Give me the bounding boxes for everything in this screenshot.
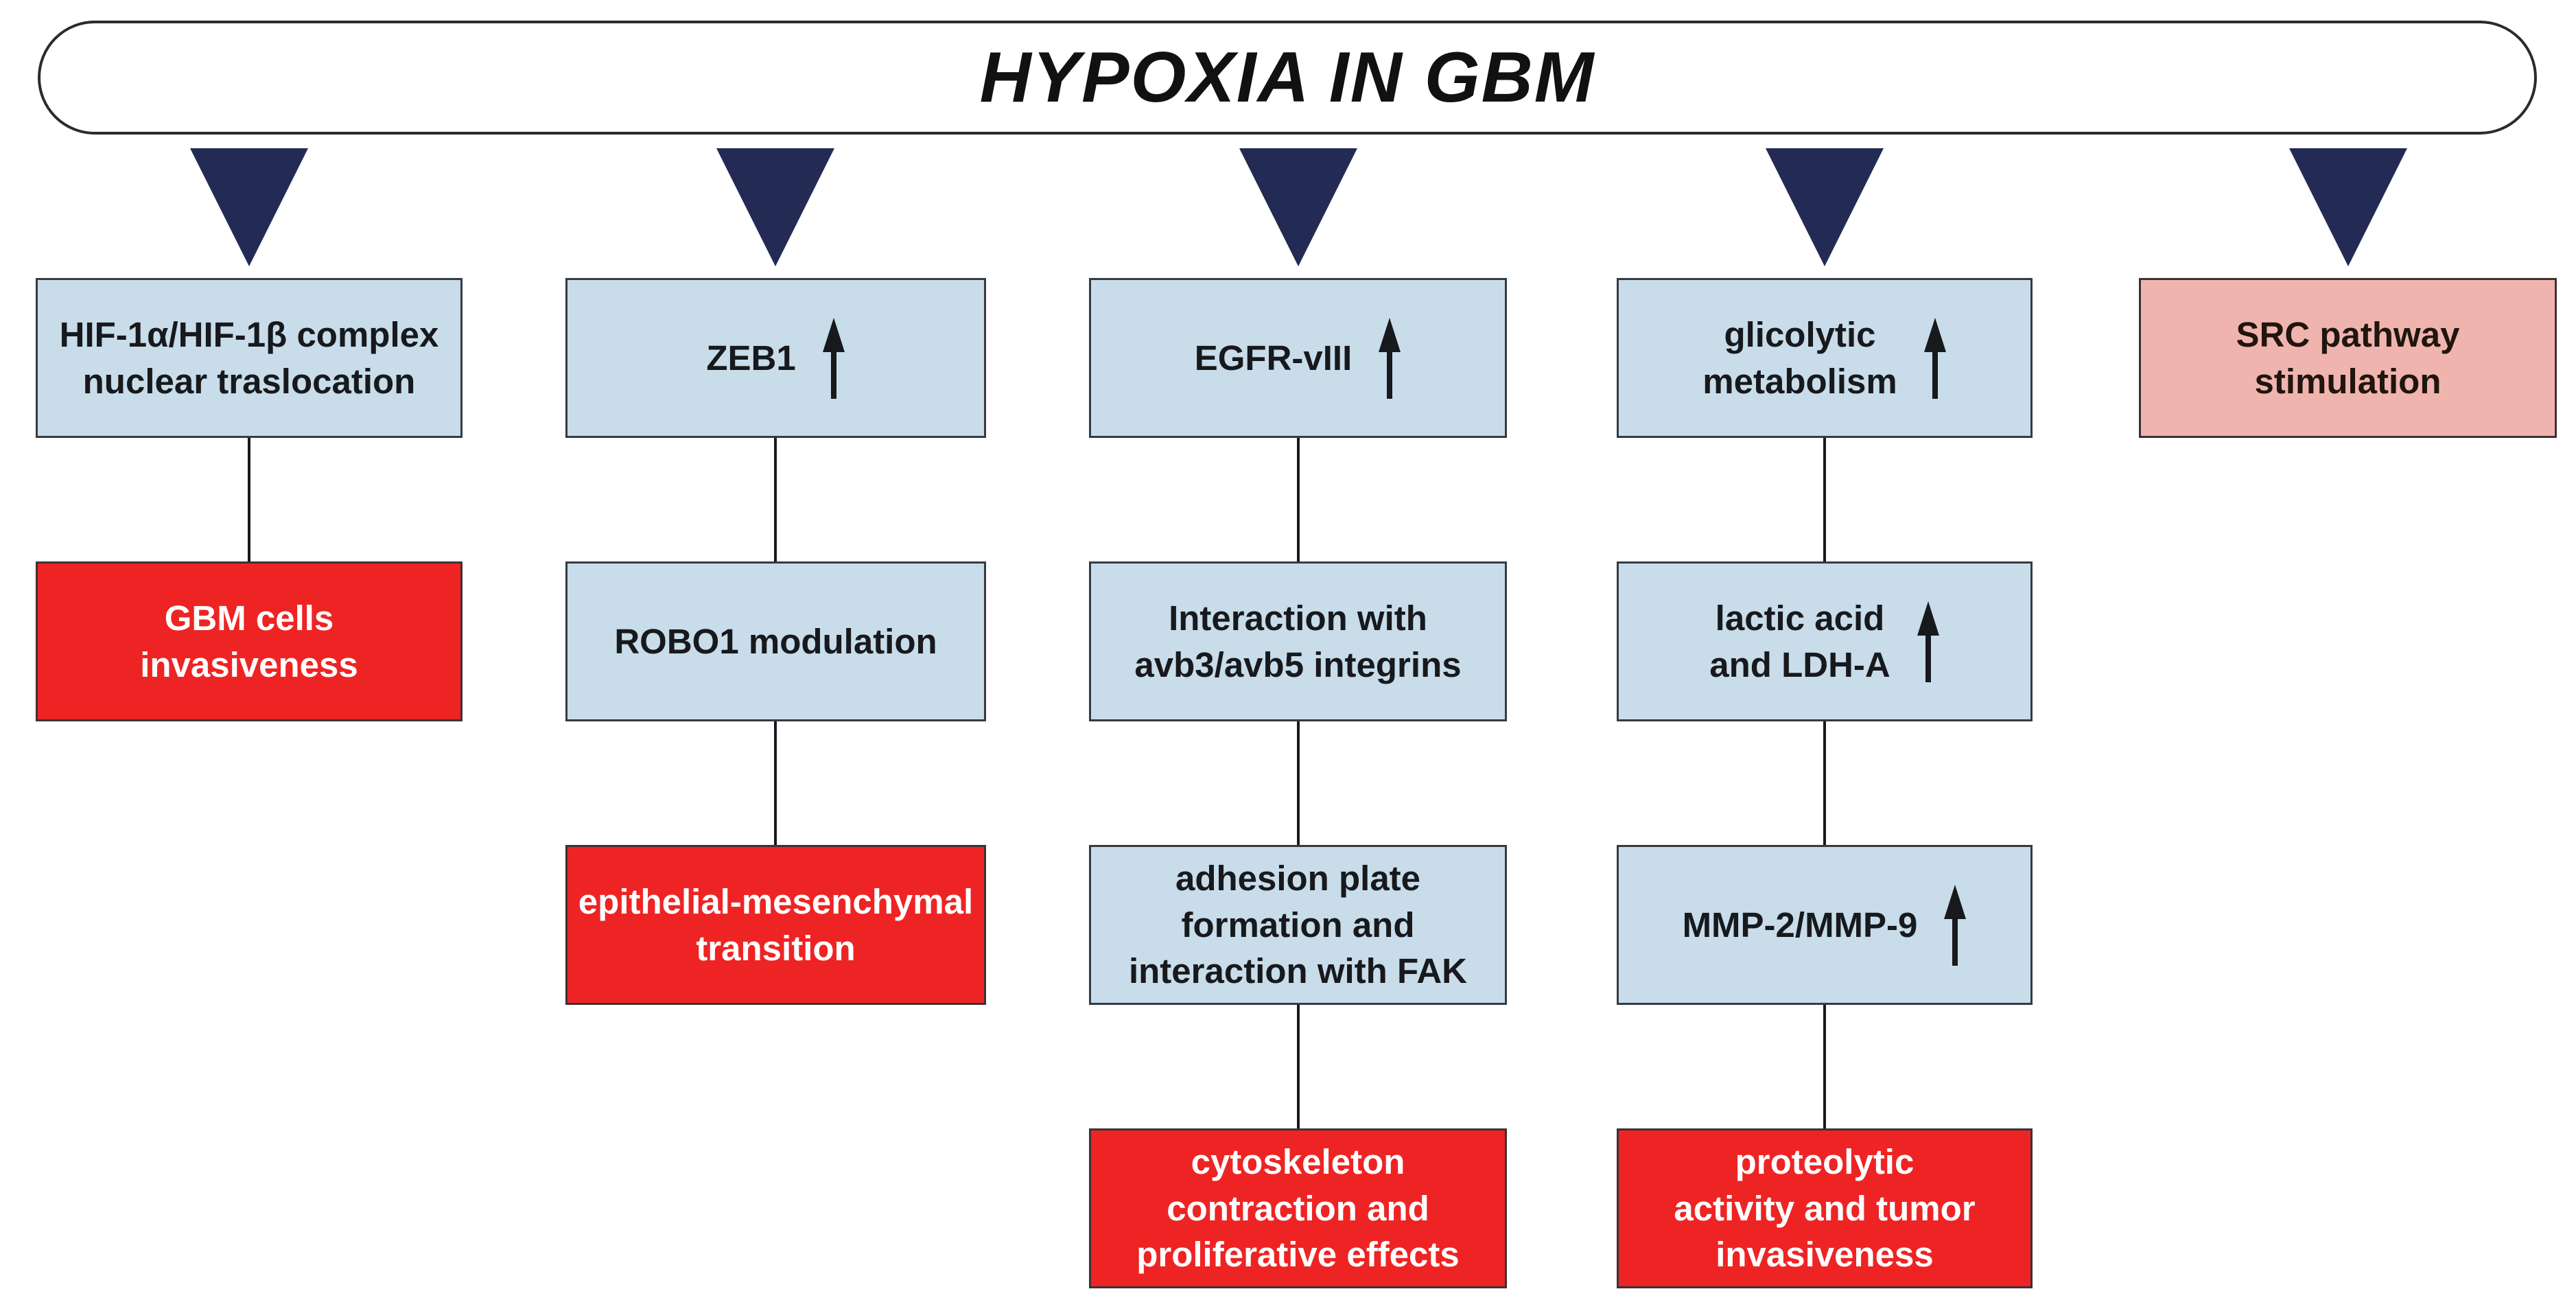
connector-line [248,438,250,561]
down-triangle-icon [2289,148,2407,266]
node-label: cytoskeleton contraction and proliferati… [1136,1141,1460,1275]
node-label: adhesion plate formation and interaction… [1128,858,1468,991]
node-zeb1: ZEB1 [565,278,986,438]
node-label: ROBO1 modulation [614,621,937,661]
node-label: glicolytic metabolism [1702,314,1897,401]
node-label: HIF-1α/HIF-1β complex nuclear traslocati… [59,314,439,401]
connector-line [1297,438,1300,561]
connector-line [774,438,777,561]
node-glycolytic-metabolism: glicolytic metabolism [1617,278,2033,438]
node-label: GBM cells invasiveness [140,598,358,684]
node-hif-complex: HIF-1α/HIF-1β complex nuclear traslocati… [36,278,462,438]
node-label: epithelial-mesenchymal transition [578,881,974,968]
connector-line [1823,1005,1826,1128]
node-emt: epithelial-mesenchymal transition [565,845,986,1005]
node-label: ZEB1 [706,338,796,378]
down-triangle-icon [190,148,308,266]
node-mmp2-mmp9: MMP-2/MMP-9 [1617,845,2033,1005]
node-robo1-modulation: ROBO1 modulation [565,561,986,721]
down-triangle-icon [1766,148,1884,266]
node-egfr-viii: EGFR-vIII [1089,278,1507,438]
connector-line [1823,438,1826,561]
node-label: lactic acid and LDH-A [1709,598,1890,684]
node-gbm-invasiveness: GBM cells invasiveness [36,561,462,721]
node-integrin-interaction: Interaction with avb3/avb5 integrins [1089,561,1507,721]
down-triangle-icon [1239,148,1357,266]
node-label: EGFR-vIII [1194,338,1353,378]
up-arrow-icon [1923,317,1946,399]
node-proteolytic-invasiveness: proteolytic activity and tumor invasiven… [1617,1128,2033,1288]
page-title: HYPOXIA IN GBM [979,37,1595,117]
up-arrow-icon [1917,601,1939,682]
connector-line [774,721,777,845]
node-label: MMP-2/MMP-9 [1682,905,1918,944]
up-arrow-icon [1379,317,1401,399]
up-arrow-icon [822,317,845,399]
node-lactic-acid-ldha: lactic acid and LDH-A [1617,561,2033,721]
connector-line [1297,1005,1300,1128]
connector-line [1297,721,1300,845]
node-label: proteolytic activity and tumor invasiven… [1674,1141,1976,1275]
title-banner: HYPOXIA IN GBM [38,21,2537,135]
up-arrow-icon [1944,884,1967,966]
connector-line [1823,721,1826,845]
node-label: Interaction with avb3/avb5 integrins [1134,598,1462,684]
down-triangle-icon [716,148,834,266]
node-adhesion-plate-fak: adhesion plate formation and interaction… [1089,845,1507,1005]
node-src-pathway: SRC pathway stimulation [2139,278,2557,438]
node-cytoskeleton-effects: cytoskeleton contraction and proliferati… [1089,1128,1507,1288]
node-label: SRC pathway stimulation [2236,314,2460,401]
